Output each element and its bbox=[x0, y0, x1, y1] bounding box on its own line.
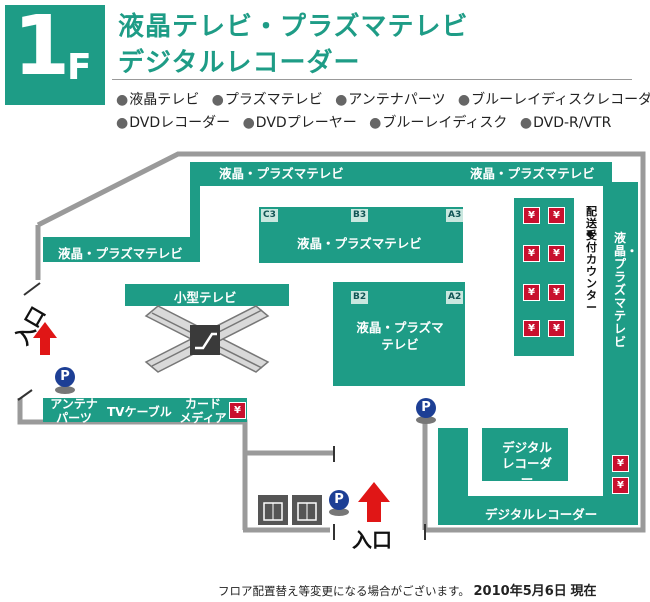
section-tag-a3: A3 bbox=[446, 209, 464, 222]
footer-note: フロア配置替え等変更になる場合がございます。 2010年5月6日 現在 bbox=[218, 580, 596, 599]
floor-suffix: F bbox=[67, 47, 92, 88]
zone-label-right-vertical: 液晶・プラズマテレビ bbox=[614, 231, 639, 349]
register-yen-icon: ¥ bbox=[229, 402, 246, 419]
delivery-counter-label: 配送受付カウンター bbox=[586, 205, 597, 314]
floor-number: 1 bbox=[13, 0, 71, 94]
footer-date: 2010年5月6日 bbox=[473, 584, 567, 599]
zone-label-antenna-parts: アンテナ パーツ bbox=[50, 397, 98, 425]
register-yen-icon: ¥ bbox=[523, 284, 540, 301]
footer-status: 現在 bbox=[570, 584, 597, 599]
parking-icon: P bbox=[329, 490, 349, 510]
zone-label-left: 液晶・プラズマテレビ bbox=[58, 246, 183, 261]
category-item: ●液晶テレビ bbox=[116, 92, 200, 108]
parking-icon: P bbox=[416, 398, 436, 418]
register-yen-icon: ¥ bbox=[548, 245, 565, 262]
escalator-icon bbox=[190, 325, 220, 355]
category-item: ●ブルーレイディスクレコーダー bbox=[457, 92, 650, 108]
zone-label-center: 液晶・プラズマテレビ bbox=[297, 236, 422, 251]
parking-icon: P bbox=[55, 367, 75, 387]
zone-label-small-tv: 小型テレビ bbox=[174, 290, 237, 305]
entrance-label-bottom: 入口 bbox=[352, 528, 392, 552]
section-tag-a2: A2 bbox=[446, 291, 464, 304]
category-list-row-2: ●DVDレコーダー ●DVDプレーヤー ●ブルーレイディスク ●DVD-R/VT… bbox=[116, 112, 641, 132]
zone-label-tv-cable: TVケーブル bbox=[107, 405, 172, 419]
category-item: ●ブルーレイディスク bbox=[369, 115, 508, 131]
category-item: ●プラズマテレビ bbox=[211, 92, 323, 108]
register-yen-icon: ¥ bbox=[548, 320, 565, 337]
floor-badge: 1 F bbox=[5, 0, 105, 105]
display-zones bbox=[43, 162, 638, 525]
wall-ticks bbox=[17, 282, 426, 540]
footer-notice: フロア配置替え等変更になる場合がございます。 bbox=[218, 584, 470, 598]
floor-title-line-2: デジタルレコーダー bbox=[118, 48, 361, 78]
category-list-row-1: ●液晶テレビ ●プラズマテレビ ●アンテナパーツ ●ブルーレイディスクレコーダー bbox=[116, 89, 650, 109]
section-tag-c3: C3 bbox=[261, 209, 278, 222]
zone-label-top-right: 液晶・プラズマテレビ bbox=[470, 166, 595, 181]
category-item: ●DVDレコーダー bbox=[116, 115, 231, 131]
title-divider bbox=[112, 79, 632, 80]
section-tag-b2: B2 bbox=[351, 291, 369, 304]
zone-label-digital-recorder-box: デジタル レコーダー bbox=[501, 440, 552, 487]
category-item: ●DVD-R/VTR bbox=[519, 115, 612, 131]
zone-label-top-left: 液晶・プラズマテレビ bbox=[219, 166, 344, 181]
register-yen-icon: ¥ bbox=[548, 284, 565, 301]
register-yen-icon: ¥ bbox=[523, 245, 540, 262]
register-yen-icon: ¥ bbox=[523, 320, 540, 337]
zone-label-digital-recorder: デジタルレコーダー bbox=[485, 507, 598, 522]
entrance-arrows bbox=[33, 322, 390, 522]
elevator-icons bbox=[258, 495, 322, 525]
register-yen-icon: ¥ bbox=[612, 477, 629, 494]
floor-title-line-1: 液晶テレビ・プラズマテレビ bbox=[118, 12, 469, 42]
section-tag-b3: B3 bbox=[351, 209, 369, 222]
category-item: ●DVDプレーヤー bbox=[242, 115, 357, 131]
register-yen-icon: ¥ bbox=[612, 455, 629, 472]
zone-label-center-lower: 液晶・プラズマ テレビ bbox=[356, 320, 444, 352]
register-yen-icon: ¥ bbox=[548, 207, 565, 224]
register-yen-icon: ¥ bbox=[523, 207, 540, 224]
category-item: ●アンテナパーツ bbox=[335, 92, 446, 108]
zone-label-card-media: カード メディア bbox=[179, 397, 227, 425]
